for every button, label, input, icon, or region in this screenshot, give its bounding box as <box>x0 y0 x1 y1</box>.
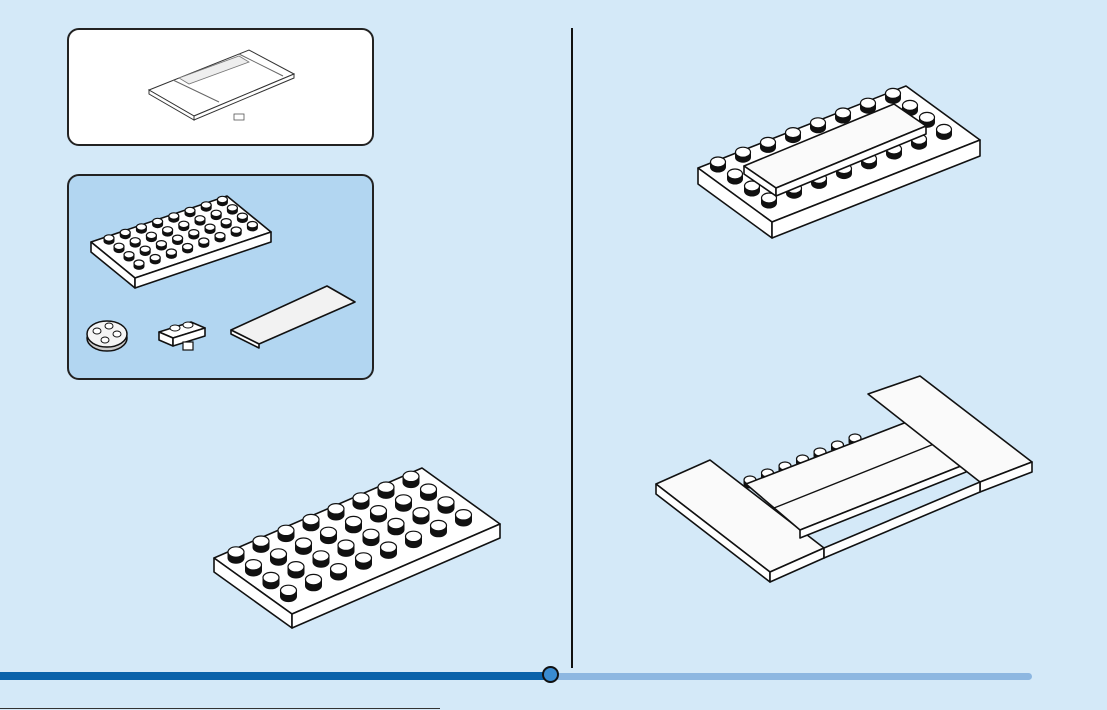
step-tile-on-plate-illustration <box>694 82 984 242</box>
page-divider <box>571 28 573 668</box>
part-1x2-plate-with-clip <box>155 316 211 356</box>
step-finished-assembly-illustration <box>654 374 1036 586</box>
progress-marker <box>542 666 559 683</box>
bottom-rule <box>0 708 440 709</box>
preview-panel <box>67 28 374 146</box>
part-round-turntable <box>83 314 133 358</box>
preview-model-illustration <box>139 44 309 134</box>
progress-bar-remaining <box>552 673 1032 680</box>
parts-panel <box>67 174 374 380</box>
part-4x8-plate <box>87 190 277 294</box>
part-2x6-tile <box>227 280 359 346</box>
step-base-plate-illustration <box>210 462 506 632</box>
progress-bar-fill <box>0 672 552 680</box>
